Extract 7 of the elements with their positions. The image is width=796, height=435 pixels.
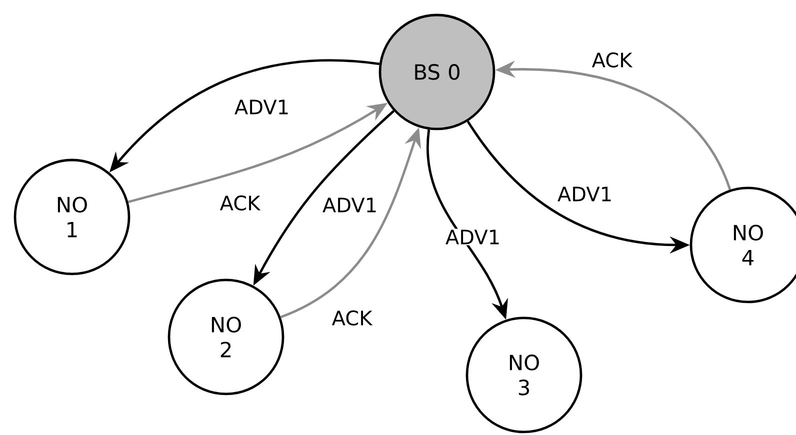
edge-label: ACK: [590, 51, 634, 69]
edge-label: ACK: [218, 194, 262, 212]
edge-label: ACK: [330, 309, 374, 327]
edge-label: ADV1: [444, 228, 502, 246]
edge-label: ADV1: [233, 98, 291, 116]
edge-label: ADV1: [556, 186, 614, 202]
edge-label: ADV1: [321, 196, 379, 214]
